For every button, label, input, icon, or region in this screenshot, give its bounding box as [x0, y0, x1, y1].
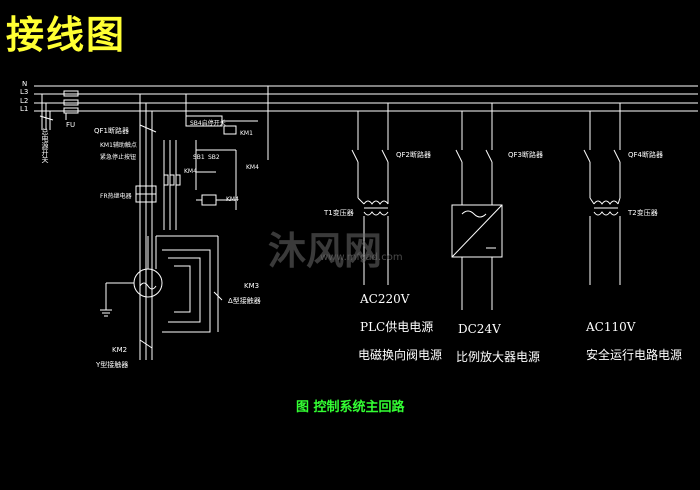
bus-label-l1: L1 [20, 105, 29, 113]
km4-top-label: KM4 [246, 164, 259, 171]
km4-coil-symbol [201, 194, 217, 206]
bus-label-l3: L3 [20, 88, 29, 96]
page-title: 接线图 [6, 12, 127, 57]
km1-contact-label: KM1辅助触点 [100, 142, 137, 149]
sb2-label: SB2 [208, 154, 220, 161]
km2-desc: Y型接触器 [96, 361, 129, 369]
km3-label: KM3 [244, 282, 260, 290]
branch-1-voltage: AC220V [360, 292, 410, 306]
diagram-caption: 图 控制系统主回路 [296, 400, 405, 415]
qf2-branch [351, 103, 389, 285]
watermark-url: www.mfcad.com [320, 252, 403, 263]
power-supply-symbol [451, 204, 503, 258]
fuse-label: FU [66, 121, 76, 129]
km4-coil-label: KM4 [226, 196, 239, 203]
branch-2-line1: 比例放大器电源 [456, 350, 541, 364]
main-switch-symbol [39, 94, 54, 130]
qf3-label: QF3断路器 [508, 151, 543, 159]
km4-mid-label: KM4 [184, 168, 197, 175]
km2-label: KM2 [112, 346, 128, 354]
main-switch-label: 总电源开关 [41, 128, 49, 163]
overload-relay-label: FR热继电器 [100, 193, 132, 200]
t2-label: T2变压器 [628, 209, 658, 217]
emergency-stop-label: 紧急停止按钮 [100, 154, 137, 161]
qf3-branch [451, 103, 503, 310]
bus-label-n: N [22, 80, 28, 88]
t1-label: T1变压器 [324, 209, 354, 217]
fuse-symbol [63, 90, 79, 120]
branch-3-voltage: AC110V [586, 320, 636, 334]
motor-switch-label: SB4启停开关 [190, 120, 226, 127]
branch-2-voltage: DC24V [458, 322, 501, 336]
km3-desc: Δ型接触器 [228, 297, 261, 305]
branch-1-line2: 电磁换向阀电源 [358, 348, 443, 362]
bus-label-l2: L2 [20, 97, 29, 105]
km1-label: KM1 [240, 130, 253, 137]
qf1-label: QF1断路器 [94, 127, 129, 135]
qf2-label: QF2断路器 [396, 151, 431, 159]
sb1-label: SB1 [193, 154, 205, 161]
watermark-logo: 沐风网 [268, 229, 383, 273]
qf4-branch [583, 103, 621, 285]
branch-3-line1: 安全运行电路电源 [586, 348, 683, 362]
branch-1-line1: PLC供电电源 [360, 320, 434, 334]
motor-symbol [133, 268, 163, 298]
qf4-label: QF4断路器 [628, 151, 663, 159]
